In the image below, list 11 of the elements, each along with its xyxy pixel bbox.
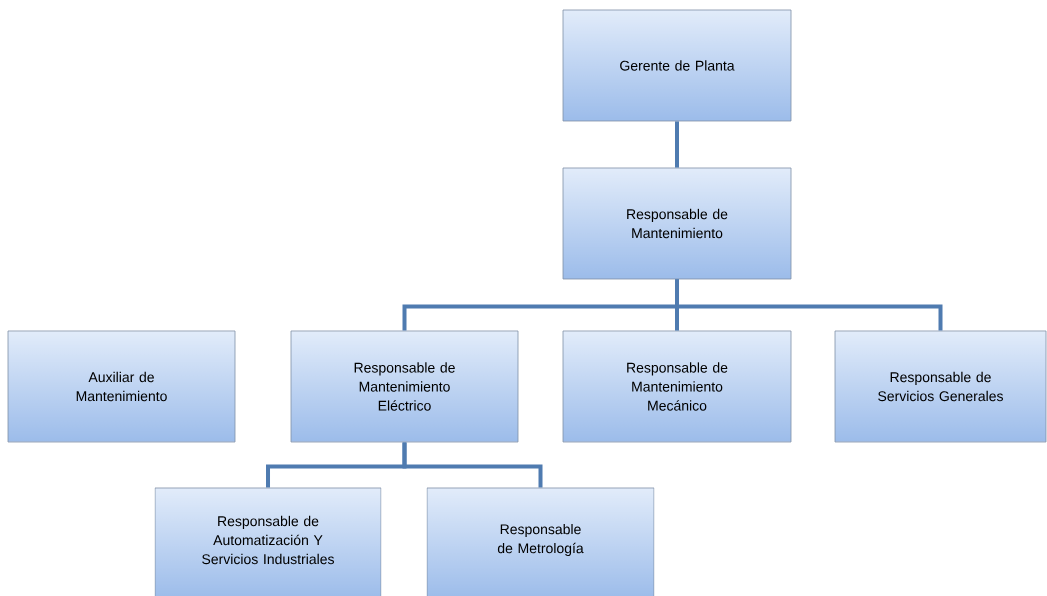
org-box: Gerente de Planta (562, 9, 792, 122)
org-box: Auxiliar de Mantenimiento (7, 330, 236, 443)
org-box: Responsable de Mantenimiento Mecánico (562, 330, 792, 443)
org-box: Responsable de Automatización Y Servicios Industriales (154, 487, 382, 596)
org-box: Responsable de Servicios Generales (834, 330, 1047, 443)
org-box: Responsable de Mantenimiento (562, 167, 792, 280)
org-box: Responsable de Mantenimiento Eléctrico (290, 330, 519, 443)
connector-line (675, 121, 679, 168)
connector-line (402, 442, 543, 488)
connector-line (675, 279, 943, 331)
org-box: Responsable de Metrología (426, 487, 655, 596)
